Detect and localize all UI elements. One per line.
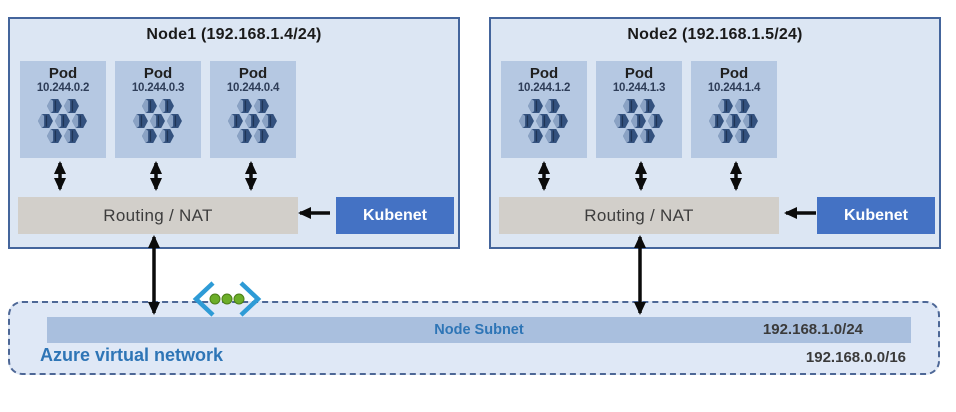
pod-ip: 10.244.0.4 (226, 82, 280, 94)
pod-ip: 10.244.1.3 (612, 82, 666, 94)
azure-vnet-box: Node Subnet 192.168.1.0/24 Azure virtual… (8, 301, 940, 375)
pod-ip: 10.244.1.2 (517, 82, 571, 94)
pod-ip: 10.244.1.4 (707, 82, 761, 94)
azure-vnet-cidr: 192.168.0.0/16 (805, 349, 906, 366)
pod-box: Pod 10.244.0.2 (20, 61, 106, 158)
pod-box: Pod 10.244.0.4 (210, 61, 296, 158)
pod-ip: 10.244.0.2 (36, 82, 90, 94)
container-cluster-icon (708, 99, 759, 143)
container-cluster-icon (613, 99, 664, 143)
container-cluster-icon (132, 99, 183, 143)
pod-label: Pod (719, 65, 749, 82)
node2-box: Node2 (192.168.1.5/24) Pod 10.244.1.2 Po… (489, 17, 941, 249)
container-cluster-icon (227, 99, 278, 143)
node-subnet-label: Node Subnet (434, 322, 524, 338)
pod-label: Pod (529, 65, 559, 82)
routing-nat-bar: Routing / NAT (499, 197, 779, 234)
routing-nat-bar: Routing / NAT (18, 197, 298, 234)
node1-box: Node1 (192.168.1.4/24) Pod 10.244.0.2 Po… (8, 17, 460, 249)
pod-box: Pod 10.244.0.3 (115, 61, 201, 158)
pod-ip: 10.244.0.3 (131, 82, 185, 94)
pod-label: Pod (143, 65, 173, 82)
pod-label: Pod (48, 65, 78, 82)
node2-title: Node2 (192.168.1.5/24) (627, 26, 803, 43)
pod-label: Pod (238, 65, 268, 82)
pod-box: Pod 10.244.1.4 (691, 61, 777, 158)
pod-label: Pod (624, 65, 654, 82)
pod-box: Pod 10.244.1.3 (596, 61, 682, 158)
node-subnet-cidr: 192.168.1.0/24 (762, 321, 863, 338)
node1-title: Node1 (192.168.1.4/24) (146, 26, 322, 43)
kubenet-box: Kubenet (817, 197, 935, 234)
node-subnet-bar: Node Subnet 192.168.1.0/24 (47, 317, 911, 343)
azure-vnet-label: Azure virtual network (40, 345, 224, 365)
pod-box: Pod 10.244.1.2 (501, 61, 587, 158)
kubenet-box: Kubenet (336, 197, 454, 234)
container-cluster-icon (518, 99, 569, 143)
container-cluster-icon (37, 99, 88, 143)
